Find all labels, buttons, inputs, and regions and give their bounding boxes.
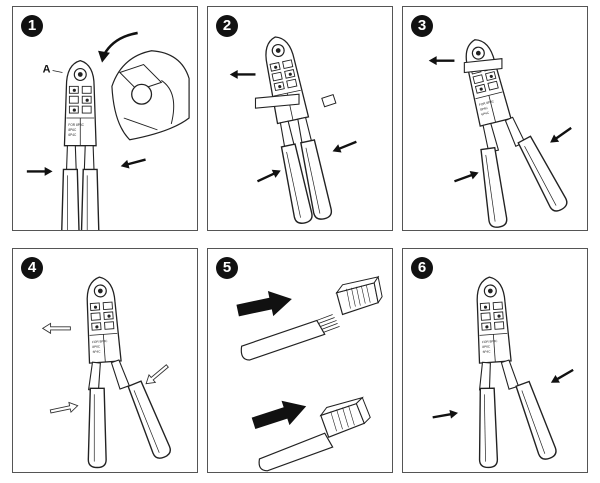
tool-text-line-2: 8P6C bbox=[482, 344, 491, 349]
tool-text-line-1: FOR 8P8C bbox=[68, 123, 84, 127]
squeeze-arrow-right bbox=[548, 366, 576, 387]
rj-plug-top bbox=[335, 275, 383, 316]
squeeze-arrow-left bbox=[255, 166, 283, 186]
step-4-panel: 4 FOR 8P8C 8P6C 6P4C bbox=[12, 248, 198, 473]
tool-text-line-2: 8P6C bbox=[68, 128, 77, 132]
rj-plug-bottom bbox=[319, 396, 371, 438]
step-number-2: 2 bbox=[216, 15, 238, 37]
release-arrow bbox=[42, 322, 71, 334]
step-number-1: 1 bbox=[21, 15, 43, 37]
open-arrow-left bbox=[49, 400, 80, 417]
cable bbox=[463, 58, 503, 74]
squeeze-arrow-left bbox=[26, 166, 53, 176]
step-6-panel: 6 FOR 8P8C 8P6C 6P4C bbox=[402, 248, 588, 473]
step-3-panel: 3 FOR 8P8C 8P6C 6P4C bbox=[402, 6, 588, 231]
step-number-6: 6 bbox=[411, 257, 433, 279]
step-4-illustration: FOR 8P8C 8P6C 6P4C bbox=[42, 275, 174, 469]
step-6-illustration: FOR 8P8C 8P6C 6P4C bbox=[431, 275, 576, 469]
step-3-illustration: FOR 8P8C 8P6C 6P4C bbox=[428, 35, 574, 229]
step-number-5: 5 bbox=[216, 257, 238, 279]
step-1-panel: 1 A FOR 8P8C 8P6C 6P4C bbox=[12, 6, 198, 231]
step-number-3: 3 bbox=[411, 15, 433, 37]
tool-text-line-3: 6P4C bbox=[93, 349, 102, 354]
step-2-illustration bbox=[229, 33, 359, 226]
tool-text-line-1: FOR 8P8C bbox=[482, 339, 498, 344]
step-2-panel: 2 bbox=[207, 6, 393, 231]
squeeze-arrow-right bbox=[330, 137, 359, 156]
label-a: A bbox=[43, 63, 51, 75]
squeeze-arrow-left bbox=[452, 168, 481, 186]
crimper-tool: FOR 8P8C 8P6C 6P4C bbox=[82, 275, 174, 469]
cut-piece bbox=[321, 93, 337, 108]
crimper-tool: FOR 8P8C 8P6C 6P4C bbox=[60, 59, 100, 230]
tool-text-line-3: 6P4C bbox=[481, 111, 490, 117]
insert-arrow-top bbox=[235, 286, 295, 324]
insert-arrow-bottom bbox=[249, 393, 311, 436]
flat-cable-bottom bbox=[258, 432, 334, 472]
step-5-panel: 5 bbox=[207, 248, 393, 473]
cable bbox=[254, 93, 300, 109]
crimper-tool: FOR 8P8C 8P6C 6P4C bbox=[458, 35, 571, 229]
rotate-arrow bbox=[98, 31, 138, 63]
tool-text-line-3: 6P4C bbox=[68, 133, 77, 137]
tool-text-line-1: FOR 8P8C bbox=[92, 339, 108, 344]
pull-arrow bbox=[229, 70, 256, 79]
flat-cable-top bbox=[240, 314, 340, 361]
step-5-illustration bbox=[235, 275, 383, 472]
squeeze-arrow-left bbox=[431, 408, 459, 422]
open-arrow-right bbox=[142, 361, 171, 388]
tool-text-line-3: 6P4C bbox=[483, 349, 492, 354]
squeeze-arrow-right bbox=[119, 155, 147, 171]
tool-text-line-2: 8P6C bbox=[480, 106, 489, 112]
squeeze-arrow-right bbox=[547, 124, 574, 147]
step-1-illustration: A FOR 8P8C 8P6C 6P4C bbox=[26, 31, 190, 230]
crimper-tool bbox=[259, 33, 334, 226]
step-number-4: 4 bbox=[21, 257, 43, 279]
tool-text-line-2: 8P6C bbox=[92, 344, 101, 349]
crimper-tool: FOR 8P8C 8P6C 6P4C bbox=[472, 275, 559, 469]
tool-text-line-1: FOR 8P8C bbox=[479, 99, 496, 107]
zoom-inset bbox=[111, 50, 190, 141]
pull-arrow bbox=[428, 56, 455, 66]
